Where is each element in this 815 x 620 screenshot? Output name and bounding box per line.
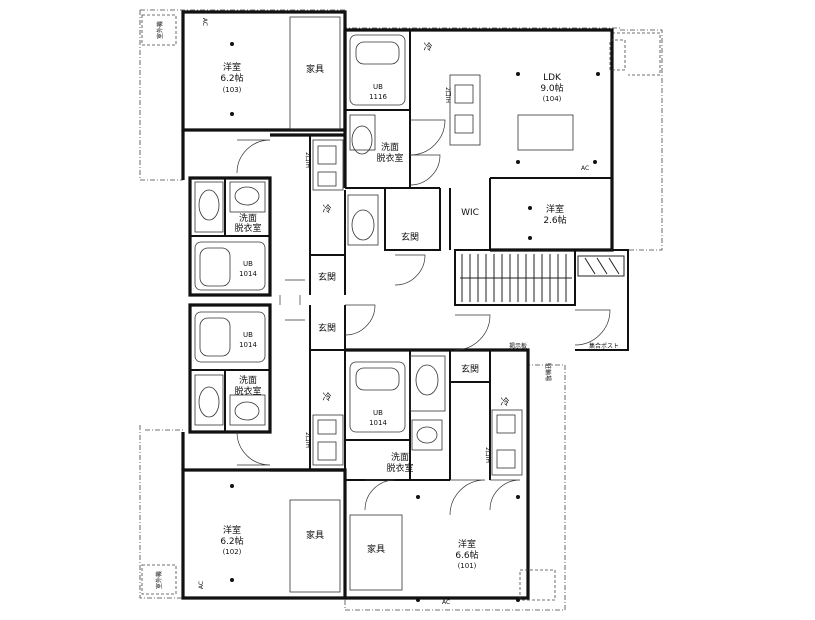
ub-label: UB: [373, 83, 383, 91]
room-label: 洋室: [223, 61, 241, 73]
ub-size: 1116: [369, 93, 387, 101]
ub-size: 1014: [239, 341, 257, 349]
unit-number: (103): [223, 86, 242, 94]
ub-label: UB: [243, 331, 253, 339]
ac-label: AC: [201, 18, 208, 26]
dressing-label: 脱衣室: [234, 385, 261, 397]
bedroom-size: 2.6帖: [543, 214, 566, 226]
unit-103: 洋室 6.2帖 (103) 家具 室外機 AC: [156, 18, 324, 94]
ub-label: UB: [243, 260, 253, 268]
fridge-label: 冷: [322, 391, 331, 403]
ac-label: AC: [442, 599, 450, 606]
dressing-label: 脱衣室: [376, 152, 403, 164]
dressing-label: 脱衣室: [386, 462, 413, 474]
room-size: 9.0帖: [540, 82, 563, 94]
unit-104: LDK 9.0帖 (104) UB 1116 冷 洗面 脱衣室 AC WIC 洋…: [369, 41, 589, 243]
kitchen-label: 2口IH: [444, 87, 451, 103]
door-swings: [236, 119, 611, 516]
ub-size: 1014: [369, 419, 387, 427]
kitchen-label: 2口IH: [484, 447, 491, 463]
common-areas: 掲示板 集合ポスト 駐輪場: [509, 342, 619, 381]
ub-size: 1014: [239, 270, 257, 278]
entrance-label: 玄関: [401, 231, 419, 243]
unit-number: (104): [543, 95, 562, 103]
ac-label: AC: [581, 165, 589, 172]
wash-label: 洗面: [239, 374, 257, 386]
room-label: 洋室: [223, 524, 241, 536]
room-size: 6.2帖: [220, 535, 243, 547]
ceiling-lights: [230, 42, 600, 602]
entrance-label: 玄関: [318, 271, 336, 283]
furniture-label: 家具: [367, 543, 385, 555]
room-label: LDK: [543, 73, 562, 83]
entrance-label: 玄関: [461, 363, 479, 375]
dressing-label: 脱衣室: [234, 222, 261, 234]
unit-102-bath: UB 1014 洗面 脱衣室 冷 玄関 2口IH: [234, 322, 336, 448]
main-walls: [181, 10, 629, 600]
outdoor-unit-label: 室外機: [156, 21, 164, 39]
entrance-label: 玄関: [318, 322, 336, 334]
fridge-label: 冷: [322, 203, 331, 215]
unit-number: (101): [458, 562, 477, 570]
bike-parking-label: 駐輪場: [544, 363, 552, 381]
furniture-label: 家具: [306, 63, 324, 75]
fridge-label: 冷: [500, 396, 509, 408]
fixtures: [194, 16, 626, 601]
kitchen-label: 2口IH: [304, 432, 311, 448]
fridge-label: 冷: [423, 41, 432, 53]
wash-label: 洗面: [381, 141, 399, 153]
notice-board-label: 掲示板: [509, 342, 527, 350]
unit-102: 洋室 6.2帖 (102) 家具 室外機 AC: [155, 524, 324, 589]
bedroom-label: 洋室: [546, 203, 564, 215]
wash-label: 洗面: [391, 451, 409, 463]
room-size: 6.2帖: [220, 72, 243, 84]
ac-label: AC: [198, 581, 205, 589]
unit-number: (102): [223, 548, 242, 556]
outdoor-unit-label: 室外機: [155, 571, 163, 589]
mailbox-label: 集合ポスト: [589, 342, 619, 350]
ub-label: UB: [373, 409, 383, 417]
room-size: 6.6帖: [455, 549, 478, 561]
room-label: 洋室: [458, 538, 476, 550]
unit-103-bath: 洗面 脱衣室 UB 1014 冷 玄関 2口IH: [234, 152, 336, 283]
furniture-label: 家具: [306, 529, 324, 541]
wash-label: 洗面: [239, 212, 257, 224]
unit-101: 洋室 6.6帖 (101) 家具 UB 1014 洗面 脱衣室 玄関 冷 AC …: [367, 363, 510, 606]
staircase: [460, 254, 625, 302]
kitchen-label: 2口IH: [304, 152, 311, 168]
wic-label: WIC: [461, 208, 479, 218]
